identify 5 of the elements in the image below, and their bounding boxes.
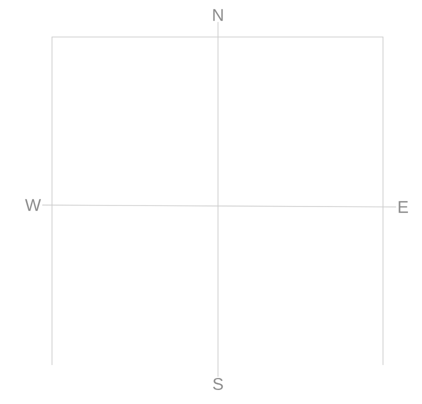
axis-line (42, 204, 397, 208)
direction-label: E (398, 201, 408, 213)
direction-label: S (213, 378, 223, 390)
direction-label: W (25, 199, 41, 211)
direction-label: N (213, 9, 223, 21)
